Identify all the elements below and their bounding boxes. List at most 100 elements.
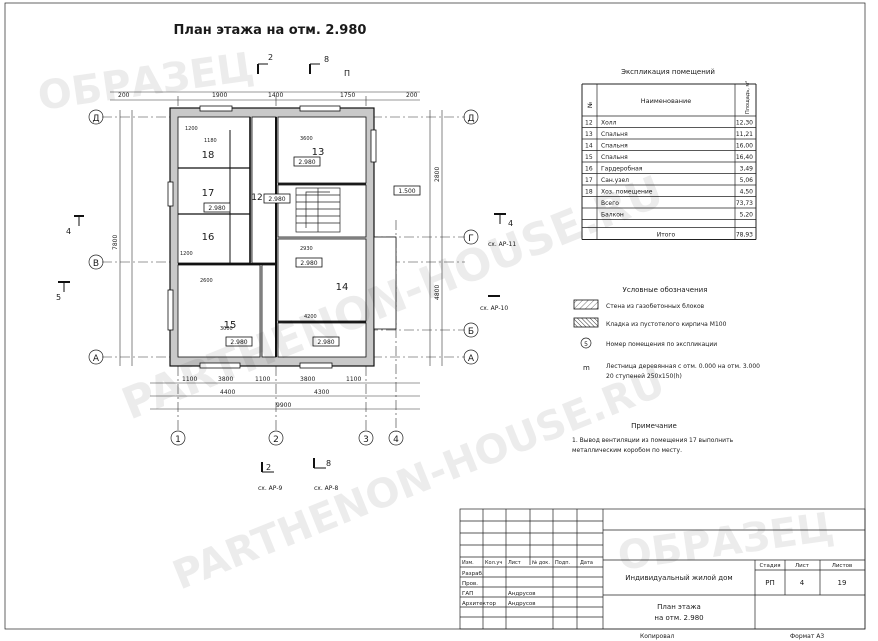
section-mark-right-4: 4 сх. АР-11 xyxy=(488,213,516,248)
svg-text:3600: 3600 xyxy=(300,136,313,142)
table-total-value: 78,93 xyxy=(736,232,753,239)
stamp-sheet-title: План этажа xyxy=(657,603,701,611)
axis-bubble-D-right: Д xyxy=(463,109,479,125)
stamp-sheet-no: 4 xyxy=(800,579,805,587)
table-cell: 4,50 xyxy=(740,189,754,196)
svg-text:5: 5 xyxy=(56,293,61,302)
table-header: Площадь, м² xyxy=(745,81,751,114)
axis-label: Г xyxy=(468,234,474,244)
svg-text:4400: 4400 xyxy=(220,389,235,396)
stamp-col-header: Изм. xyxy=(462,560,474,566)
table-cell: 13 xyxy=(585,131,593,138)
stamp-role: Разраб. xyxy=(462,571,484,577)
svg-text:2: 2 xyxy=(268,53,273,62)
axis-bubble-4: 4 xyxy=(388,430,404,446)
table-cell: 5,20 xyxy=(740,212,754,219)
stamp-role: Архитектор xyxy=(462,601,497,607)
svg-text:2.980: 2.980 xyxy=(317,339,334,346)
axis-bubble-3: 3 xyxy=(358,430,374,446)
table-cell: Спальня xyxy=(601,143,628,150)
svg-text:2.980: 2.980 xyxy=(300,260,317,267)
svg-text:2.980: 2.980 xyxy=(268,196,285,203)
axis-bubble-V-left: В xyxy=(88,254,104,270)
svg-text:8: 8 xyxy=(326,459,331,468)
level-mark: 2.980 xyxy=(263,193,291,204)
table-cell: Всего xyxy=(601,200,619,207)
svg-text:2: 2 xyxy=(266,463,271,472)
floor-plan: Д Д В Г Б А А 1 2 3 4 xyxy=(56,53,516,492)
stamp-sheet-label: Лист xyxy=(795,563,810,569)
svg-text:3800: 3800 xyxy=(218,376,233,383)
stamp-sheets-total: 19 xyxy=(838,579,847,587)
table-cell: 12,30 xyxy=(736,120,753,127)
level-mark: 2.980 xyxy=(312,336,340,347)
axis-label: 1 xyxy=(175,435,181,445)
section-mark-bottom-8: 8 сх. АР-8 xyxy=(313,458,339,492)
stamp-stage-label: Стадия xyxy=(759,563,780,569)
section-mark-pi: П xyxy=(344,69,350,78)
axis-label: 4 xyxy=(393,435,399,445)
legend: Условные обозначения Стена из газобетонн… xyxy=(573,286,760,380)
stamp-stage: РП xyxy=(765,579,775,587)
room-number: 17 xyxy=(202,188,215,199)
axis-label: А xyxy=(93,354,100,364)
svg-text:сх. АР-10: сх. АР-10 xyxy=(480,305,508,312)
table-cell: 16,00 xyxy=(736,143,753,150)
axis-label: А xyxy=(468,354,475,364)
legend-marker-5: 5 xyxy=(584,341,588,348)
drawing-title: План этажа на отм. 2.980 xyxy=(174,23,367,38)
svg-text:1100: 1100 xyxy=(346,376,361,383)
table-cell: 12 xyxy=(585,120,593,127)
axis-bubble-D-left: Д xyxy=(88,109,104,125)
svg-text:8: 8 xyxy=(324,55,329,64)
svg-text:1100: 1100 xyxy=(182,376,197,383)
table-cell: 16 xyxy=(585,166,593,173)
legend-item: Кладка из пустотелого кирпича М100 xyxy=(606,321,727,328)
axis-label: Д xyxy=(92,114,99,124)
room-number: 13 xyxy=(312,147,325,158)
legend-title: Условные обозначения xyxy=(623,286,708,294)
level-mark: 2.980 xyxy=(203,202,231,213)
right-dim: 2800 xyxy=(434,167,441,182)
svg-text:1180: 1180 xyxy=(204,138,217,144)
table-header: № xyxy=(587,102,594,108)
room-number: 15 xyxy=(224,320,237,331)
footer-copied: Копировал xyxy=(640,633,674,640)
sheet-frame xyxy=(4,2,866,630)
svg-text:4: 4 xyxy=(66,227,71,236)
stamp-sheet-title: на отм. 2.980 xyxy=(654,614,703,622)
axis-label: 3 xyxy=(363,435,369,445)
svg-text:1.500: 1.500 xyxy=(398,188,415,195)
svg-text:4300: 4300 xyxy=(314,389,329,396)
svg-text:2.980: 2.980 xyxy=(230,339,247,346)
stamp-name: Андрусов xyxy=(508,601,536,607)
footer-format: Формат А3 xyxy=(790,633,824,640)
legend-item: Номер помещения по экспликации xyxy=(606,341,717,348)
title-block: Изм. Кол.уч Лист № док. Подп. Дата Разра… xyxy=(459,508,866,630)
svg-text:1900: 1900 xyxy=(212,92,227,99)
section-mark-top-8: 8 xyxy=(309,55,329,74)
legend-item: Лестница деревянная с отм. 0.000 на отм.… xyxy=(606,363,760,380)
explication-title: Экспликация помещений xyxy=(621,68,715,76)
legend-item: Стена из газобетонных блоков xyxy=(606,303,705,310)
axis-label: Д xyxy=(467,114,474,124)
staircase xyxy=(295,187,341,233)
stamp-name: Андрусов xyxy=(508,591,536,597)
section-mark-left-5: 5 xyxy=(56,281,70,302)
axis-bubble-A-right: А xyxy=(463,349,479,365)
section-mark-left-4: 4 xyxy=(66,215,84,236)
table-cell: 3,49 xyxy=(740,166,754,173)
axis-bubble-B-right: Б xyxy=(463,322,479,338)
svg-text:3800: 3800 xyxy=(300,376,315,383)
svg-text:сх. АР-8: сх. АР-8 xyxy=(314,485,339,492)
table-cell: 15 xyxy=(585,154,593,161)
axis-label: В xyxy=(93,259,99,269)
svg-text:1200: 1200 xyxy=(185,126,198,132)
svg-text:1100: 1100 xyxy=(255,376,270,383)
axis-bubble-1: 1 xyxy=(170,430,186,446)
table-cell: 73,73 xyxy=(736,200,753,207)
section-mark-top-2: 2 xyxy=(257,53,273,74)
svg-text:1750: 1750 xyxy=(340,92,355,99)
axis-label: 2 xyxy=(273,435,279,445)
